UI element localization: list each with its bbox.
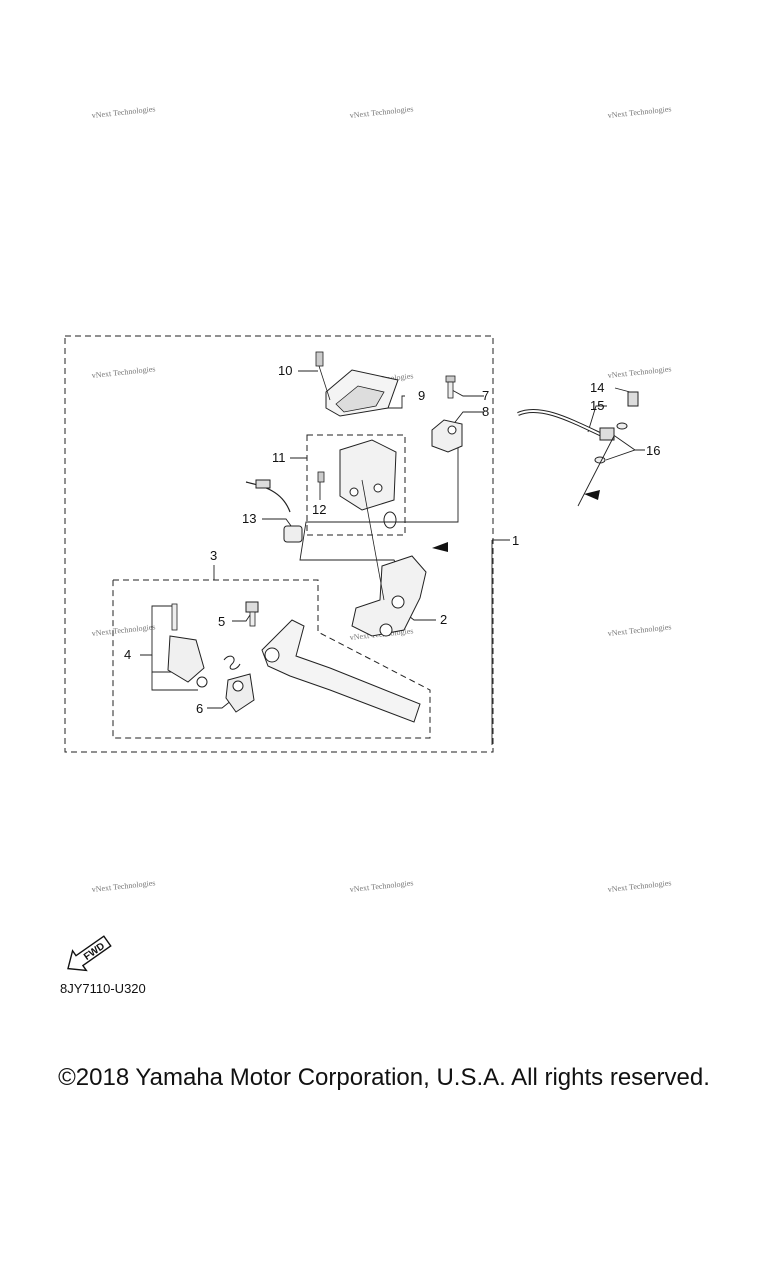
- copyright-notice: ©2018 Yamaha Motor Corporation, U.S.A. A…: [58, 1064, 710, 1091]
- brake-lever: [261, 619, 421, 723]
- brake-hose-15: [517, 408, 615, 441]
- callout-10: 10: [278, 363, 292, 378]
- svg-text:vNext Technologies: vNext Technologies: [607, 364, 672, 380]
- svg-text:vNext Technologies: vNext Technologies: [91, 878, 156, 894]
- direction-flag: [432, 542, 448, 552]
- callout-5: 5: [218, 614, 225, 629]
- callout-1: 1: [512, 533, 519, 548]
- diagram-code: 8JY7110-U320: [60, 981, 146, 996]
- callout-4: 4: [124, 647, 131, 662]
- callout-8: 8: [482, 404, 489, 419]
- svg-text:vNext Technologies: vNext Technologies: [607, 878, 672, 894]
- clamp-8: [431, 419, 463, 453]
- watermark-7: vNext Technologies: [91, 622, 156, 638]
- svg-text:vNext Technologies: vNext Technologies: [349, 878, 414, 894]
- watermark-6: vNext Technologies: [607, 364, 672, 380]
- assembly-boundary: [64, 335, 494, 753]
- watermark-12: vNext Technologies: [607, 878, 672, 894]
- watermark-2: vNext Technologies: [349, 104, 414, 120]
- callout-14: 14: [590, 380, 604, 395]
- master-cylinder: [351, 479, 427, 637]
- subassembly-11-box: [306, 434, 406, 536]
- callout-2: 2: [440, 612, 447, 627]
- watermark-1: vNext Technologies: [91, 104, 156, 120]
- svg-text:vNext Technologies: vNext Technologies: [349, 104, 414, 120]
- callout-13: 13: [242, 511, 256, 526]
- hose-direction-flag: [577, 435, 615, 507]
- subassembly-3-box: [112, 579, 431, 739]
- svg-text:vNext Technologies: vNext Technologies: [607, 104, 672, 120]
- watermark-10: vNext Technologies: [91, 878, 156, 894]
- screw-12: [317, 471, 325, 483]
- callout-7: 7: [482, 388, 489, 403]
- svg-text:vNext Technologies: vNext Technologies: [91, 622, 156, 638]
- callouts: 1 2 3 4 5 6 7 8 9 10 11 12 13 14 15 16: [124, 363, 660, 716]
- reservoir-body: [339, 439, 397, 529]
- callout-3: 3: [210, 548, 217, 563]
- watermark-9: vNext Technologies: [607, 622, 672, 638]
- adjuster-6: [225, 673, 255, 713]
- reservoir-cap: [325, 369, 399, 417]
- callout-9: 9: [418, 388, 425, 403]
- watermark-3: vNext Technologies: [607, 104, 672, 120]
- banjo-bolt-14: [627, 391, 639, 407]
- bolt-7: [445, 375, 456, 399]
- switch-13: [245, 479, 303, 543]
- svg-text:vNext Technologies: vNext Technologies: [607, 622, 672, 638]
- callout-16: 16: [646, 443, 660, 458]
- callout-11: 11: [272, 450, 286, 465]
- watermark-11: vNext Technologies: [349, 878, 414, 894]
- watermark-4: vNext Technologies: [91, 364, 156, 380]
- callout-12: 12: [312, 502, 326, 517]
- bolt-5: [245, 601, 259, 627]
- fwd-arrow-icon: FWD: [67, 935, 112, 972]
- callout-15: 15: [590, 398, 604, 413]
- svg-text:vNext Technologies: vNext Technologies: [91, 104, 156, 120]
- screw-10: [315, 351, 331, 401]
- svg-text:vNext Technologies: vNext Technologies: [91, 364, 156, 380]
- pivot-bracket-4: [167, 603, 241, 688]
- callout-6: 6: [196, 701, 203, 716]
